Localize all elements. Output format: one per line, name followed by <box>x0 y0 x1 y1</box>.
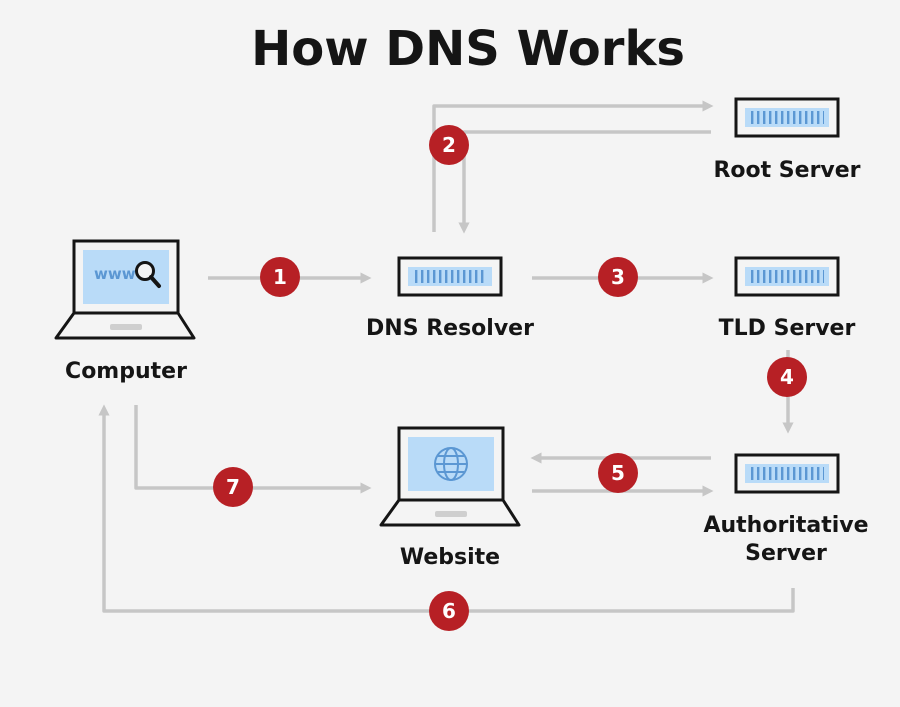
tld-server-label: TLD Server <box>719 316 856 341</box>
arrow-step-7 <box>134 405 372 494</box>
step-badge-2: 2 <box>429 125 469 165</box>
arrow-step-2-response <box>458 130 711 234</box>
step-badge-6: 6 <box>429 591 469 631</box>
page-title: How DNS Works <box>251 21 685 77</box>
website-laptop-icon <box>379 426 521 527</box>
computer-screen-url: www <box>94 265 136 283</box>
tld-server-icon <box>734 256 840 297</box>
dns-resolver-label: DNS Resolver <box>366 316 534 341</box>
root-server-icon <box>734 97 840 138</box>
svg-text:7: 7 <box>226 475 240 499</box>
svg-text:1: 1 <box>273 265 287 289</box>
dns-resolver-server-icon <box>397 256 503 297</box>
connectors <box>98 100 795 613</box>
root-server-label: Root Server <box>713 158 860 183</box>
computer-laptop-icon: www <box>54 239 196 340</box>
svg-text:4: 4 <box>780 365 794 389</box>
svg-text:2: 2 <box>442 133 456 157</box>
authoritative-server-label-line2: Server <box>745 541 827 566</box>
authoritative-server-label-line1: Authoritative <box>703 513 868 538</box>
step-badge-7: 7 <box>213 467 253 507</box>
website-label: Website <box>400 545 500 570</box>
magnifier-icon <box>135 261 161 288</box>
step-badge-3: 3 <box>598 257 638 297</box>
svg-text:5: 5 <box>611 461 625 485</box>
globe-icon <box>434 447 468 481</box>
authoritative-server-icon <box>734 453 840 494</box>
step-badge-5: 5 <box>598 453 638 493</box>
svg-text:6: 6 <box>442 599 456 623</box>
computer-label: Computer <box>65 359 187 384</box>
svg-text:3: 3 <box>611 265 625 289</box>
step-badge-4: 4 <box>767 357 807 397</box>
step-badge-1: 1 <box>260 257 300 297</box>
arrow-step-2-request <box>432 100 714 232</box>
